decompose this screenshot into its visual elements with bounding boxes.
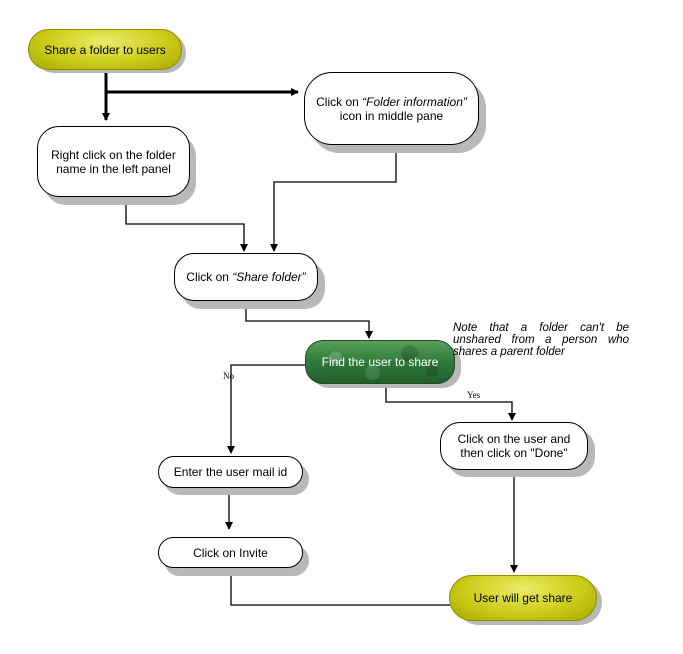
process-click-invite: Click on Invite	[158, 537, 303, 568]
connector-share-to-find	[245, 300, 373, 339]
label-yes: Yes	[467, 390, 481, 400]
process-enter-mail: Enter the user mail id	[158, 456, 303, 488]
end-terminator-label: User will get share	[473, 591, 573, 605]
process-right-click-folder-label: Right click on the folder name in the le…	[51, 147, 176, 176]
connector-folderinfo-to-share	[270, 145, 397, 252]
process-click-invite-label: Click on Invite	[193, 545, 268, 560]
process-folder-information-label: Click on “Folder information” icon in mi…	[316, 94, 467, 123]
decision-find-user: Find the user to share	[305, 340, 455, 384]
label-no: No	[223, 371, 234, 381]
process-share-folder-label: Click on “Share folder”	[186, 270, 306, 284]
connector-invite-to-end	[230, 570, 452, 606]
process-click-user-done-label: Click on the user and then click on "Don…	[457, 432, 571, 460]
start-terminator-label: Share a folder to users	[44, 42, 166, 57]
process-right-click-folder: Right click on the folder name in the le…	[37, 126, 190, 197]
process-folder-information: Click on “Folder information” icon in mi…	[304, 72, 479, 145]
connector-find-no	[227, 364, 305, 454]
end-terminator: User will get share	[449, 575, 597, 621]
decision-find-user-label: Find the user to share	[321, 355, 439, 369]
process-click-user-done: Click on the user and then click on "Don…	[440, 422, 588, 470]
note-unshare-parent: Note that a folder can't be unshared fro…	[453, 322, 629, 358]
connector-find-yes	[385, 385, 516, 421]
connector-rightclick-to-share	[125, 197, 248, 252]
process-enter-mail-label: Enter the user mail id	[173, 465, 288, 479]
process-share-folder: Click on “Share folder”	[174, 253, 318, 301]
start-terminator: Share a folder to users	[28, 29, 182, 70]
